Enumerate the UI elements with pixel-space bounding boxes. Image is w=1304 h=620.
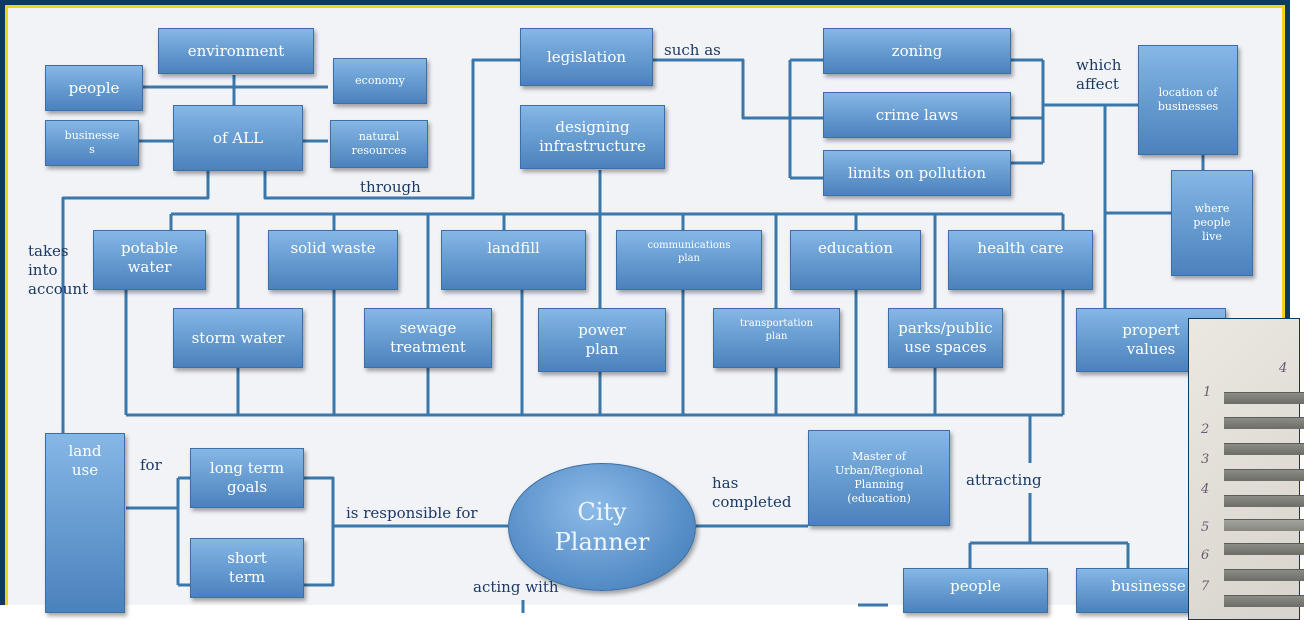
label-which-affect: which affect [1076,56,1122,93]
photo-column-mark: 4 [1279,361,1288,376]
node-land-use: land use [45,433,125,613]
node-potable-water: potable water [93,230,206,290]
node-designing-infrastructure: designing infrastructure [520,105,665,169]
node-short-term: short term [190,538,304,598]
node-economy: economy [333,58,427,104]
city-planner-line-1: City [577,498,627,526]
node-master-urban-regional-planning: Master of Urban/Regional Planning (educa… [808,430,950,526]
node-limits-on-pollution: limits on pollution [823,150,1011,196]
label-takes-into-account: takes into account [28,242,89,298]
node-legislation: legislation [520,28,653,86]
photo-row-mark: 7 [1201,579,1210,594]
node-of-all: of ALL [173,105,303,171]
node-health-care: health care [948,230,1093,290]
label-has-completed: has completed [712,474,792,511]
connector-lines [61,58,1205,613]
node-location-of-businesses: location of businesses [1138,45,1238,155]
photo-row-mark: 6 [1201,548,1210,563]
photo-row-mark: 5 [1201,520,1210,535]
label-such-as: such as [664,41,721,59]
node-people-attracted: people [903,568,1048,613]
label-attracting: attracting [966,471,1042,489]
node-city-planner: City Planner [508,463,696,591]
node-storm-water: storm water [173,308,303,368]
overlay-photo: 4 1 2 3 4 5 6 7 [1188,318,1304,620]
node-natural-resources: natural resources [330,120,428,168]
node-education: education [790,230,921,290]
node-solid-waste: solid waste [268,230,398,290]
node-long-term-goals: long term goals [190,448,304,508]
photo-row-mark: 3 [1201,452,1210,467]
label-for: for [140,456,162,474]
label-acting-with: acting with [473,578,559,596]
node-businesses: businesse s [45,120,139,166]
node-sewage-treatment: sewage treatment [364,308,492,368]
node-landfill: landfill [441,230,586,290]
node-environment: environment [158,28,314,74]
node-people: people [45,65,143,111]
city-planner-line-2: Planner [554,528,650,556]
node-parks-public-use-spaces: parks/public use spaces [888,308,1003,368]
photo-row-mark: 1 [1203,385,1212,400]
node-communications-plan: communications plan [616,230,762,290]
node-power-plan: power plan [538,308,666,372]
label-is-responsible-for: is responsible for [346,504,478,522]
label-through: through [360,178,421,196]
node-where-people-live: where people live [1171,170,1253,276]
node-zoning: zoning [823,28,1011,74]
photo-row-mark: 2 [1201,422,1210,437]
concept-map: environment people economy businesse s o… [5,5,1304,620]
node-crime-laws: crime laws [823,92,1011,138]
node-transportation-plan: transportation plan [713,308,840,368]
photo-row-mark: 4 [1201,482,1210,497]
